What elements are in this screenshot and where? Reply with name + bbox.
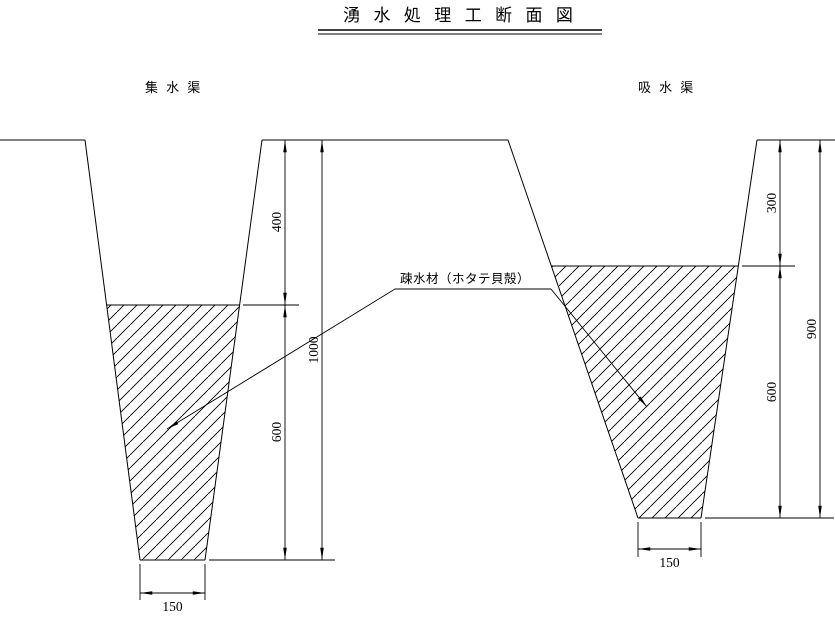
left-trench [84,139,263,561]
leader-arrow-left [166,288,396,430]
right-trench-right-wall [700,139,758,519]
left-trench-fill-hatch [106,305,240,560]
right-trench [507,139,758,519]
leader-arrow-right [550,288,648,408]
title-block: 湧 水 処 理 工 断 面 図 [318,6,602,35]
left-trench-right-wall [204,139,263,561]
material-label: 疎水材（ホタテ貝殻） [400,271,530,286]
right-trench-left-wall [507,139,639,519]
left-dimensions: 400 600 1000 150 [139,140,335,614]
left-dim-text-bottom-width: 150 [162,599,183,614]
right-trench-fill-hatch [551,266,739,518]
right-dim-text-lower: 600 [764,382,779,403]
left-trench-label: 集 水 渠 [145,80,202,96]
right-trench-label: 吸 水 渠 [638,81,695,96]
left-trench-left-wall [84,139,141,561]
left-dim-text-upper: 400 [269,212,284,233]
left-dim-text-total: 1000 [306,336,321,363]
right-dim-text-upper: 300 [764,193,779,214]
right-dimensions: 300 600 900 150 [637,140,834,570]
right-dim-text-total: 900 [804,319,819,340]
left-dim-text-lower: 600 [269,422,284,443]
right-dim-text-bottom-width: 150 [659,555,680,570]
material-annotation: 疎水材（ホタテ貝殻） [166,271,648,430]
drawing-title: 湧 水 処 理 工 断 面 図 [343,6,577,26]
